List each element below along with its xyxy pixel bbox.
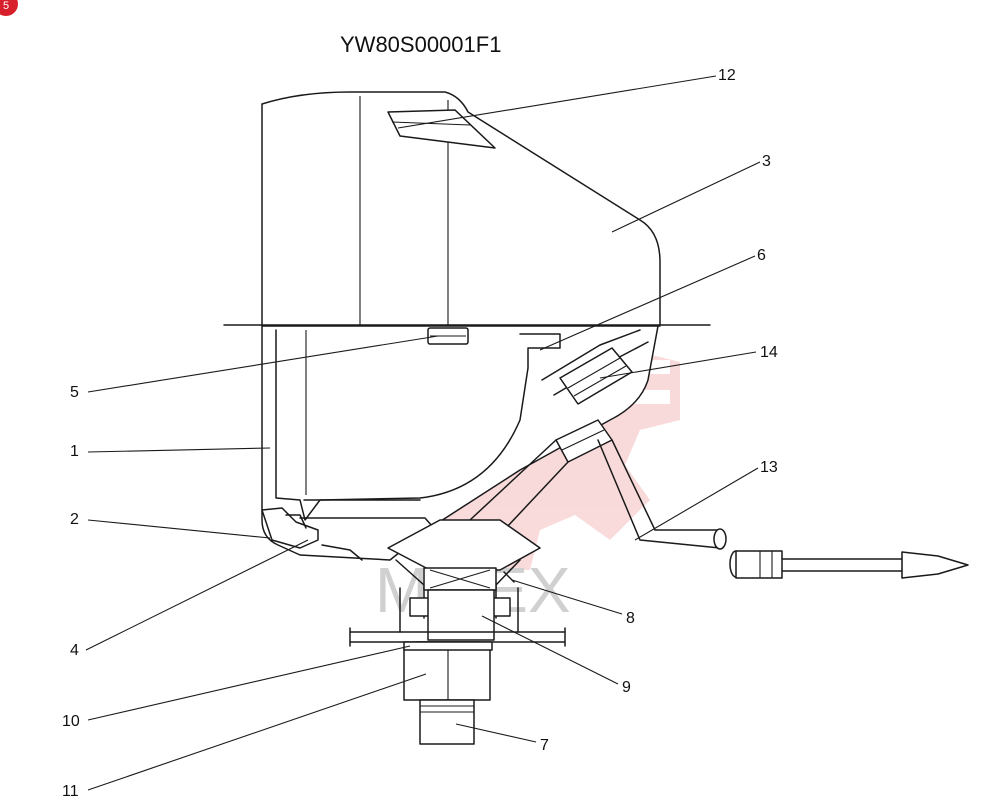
- bolt-assembly: [349, 519, 566, 745]
- electrode-assembly: [469, 329, 969, 579]
- lower-case: [261, 325, 659, 561]
- callout-9: 9: [622, 679, 631, 696]
- callout-1: 1: [70, 443, 79, 460]
- callout-10: 10: [62, 713, 80, 730]
- callout-5: 5: [70, 384, 79, 401]
- callout-8: 8: [626, 610, 635, 627]
- callout-3: 3: [762, 153, 771, 170]
- callout-12: 12: [718, 67, 736, 84]
- callout-2: 2: [70, 511, 79, 528]
- svg-text:5: 5: [3, 0, 9, 12]
- callout-labels: 12 3 6 14 13 5 1 2 4 8 9 10 11 7: [62, 67, 778, 800]
- callout-14: 14: [760, 344, 778, 361]
- diagram-title: YW80S00001F1: [340, 32, 501, 57]
- corner-badge: 5: [0, 0, 18, 16]
- callout-13: 13: [760, 459, 778, 476]
- callout-11: 11: [62, 783, 79, 800]
- callout-6: 6: [757, 247, 766, 264]
- callout-4: 4: [70, 642, 79, 659]
- leader-lines: [85, 75, 761, 791]
- upper-cover: [261, 91, 661, 327]
- callout-7: 7: [540, 737, 549, 754]
